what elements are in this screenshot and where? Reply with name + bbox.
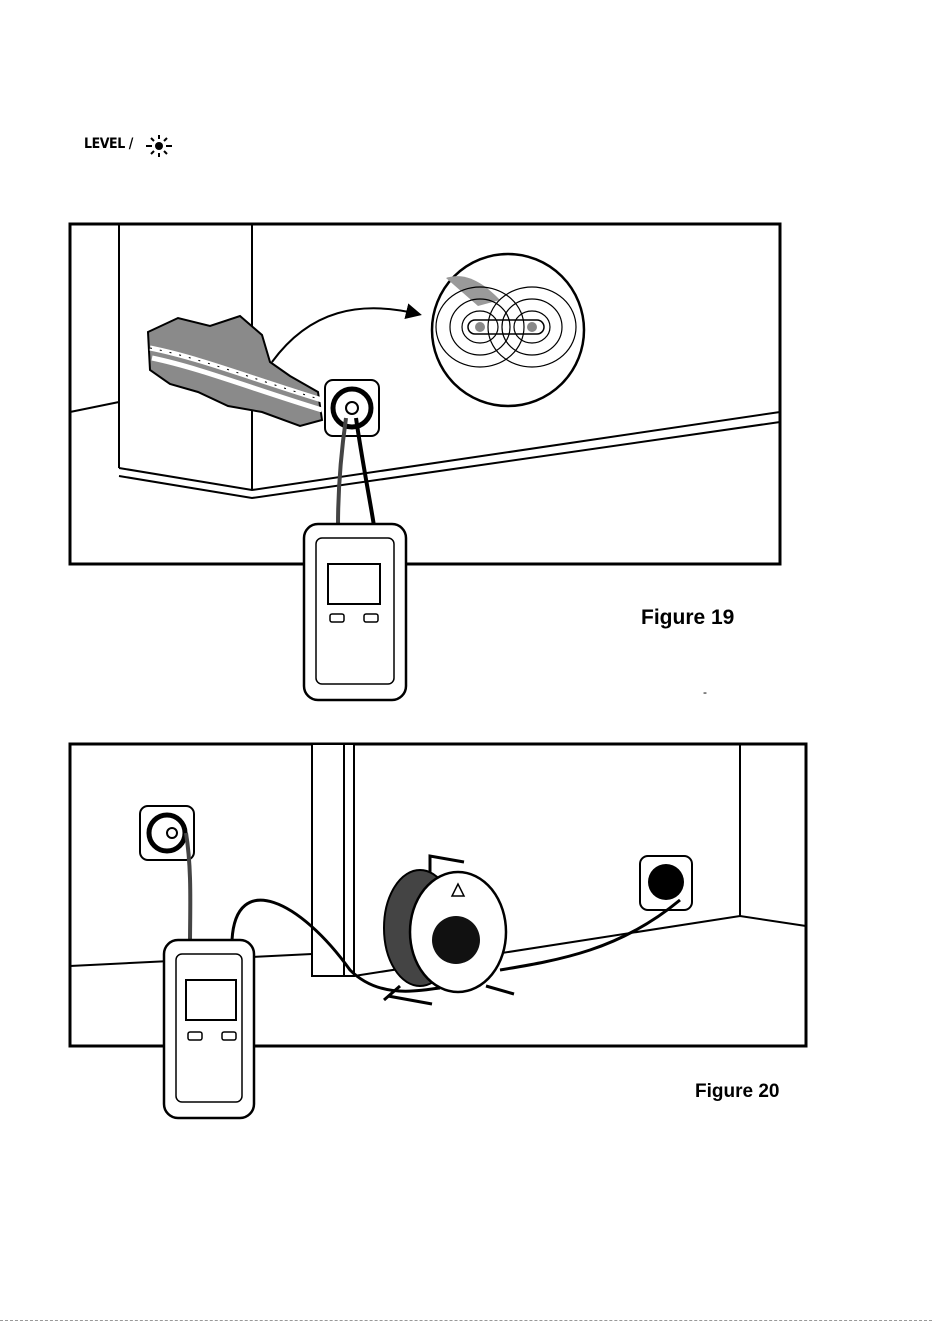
cable-reel	[384, 856, 514, 1004]
tester-device	[164, 940, 254, 1118]
page-bottom-edge	[0, 1320, 932, 1321]
figure-19-caption: Figure 19	[641, 606, 734, 630]
wall-socket-right	[640, 856, 692, 910]
stray-dash: -	[703, 685, 707, 699]
wall-socket-left	[140, 806, 194, 860]
figure-20-caption: Figure 20	[695, 1081, 779, 1103]
